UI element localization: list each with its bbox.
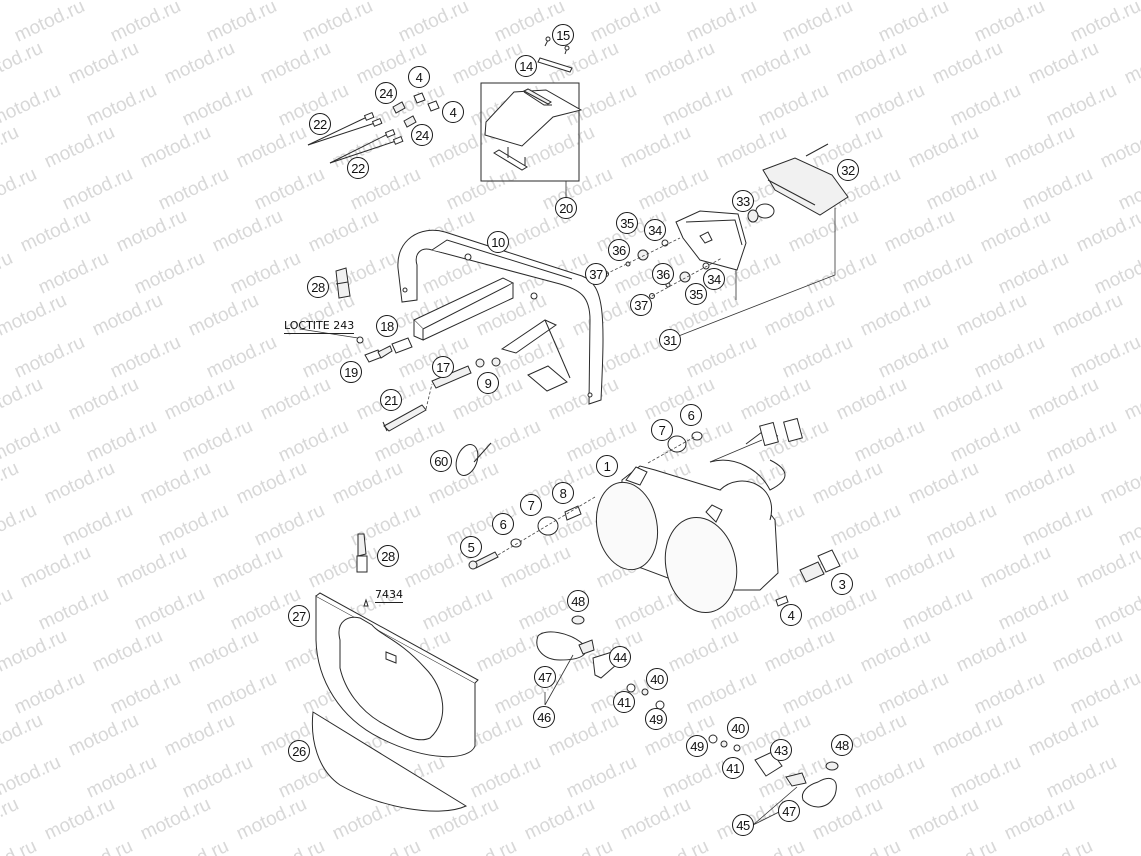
part-callout-3[interactable]: 3 xyxy=(831,573,853,595)
part-callout-20[interactable]: 20 xyxy=(555,197,577,219)
part-callout-4[interactable]: 4 xyxy=(442,101,464,123)
part-number-plate-light-20 xyxy=(480,82,583,197)
part-cables-sockets xyxy=(307,92,440,164)
part-callout-18[interactable]: 18 xyxy=(376,315,398,337)
part-callout-47[interactable]: 47 xyxy=(534,666,556,688)
part-callout-4[interactable]: 4 xyxy=(408,66,430,88)
part-callout-21[interactable]: 21 xyxy=(380,389,402,411)
part-callout-37[interactable]: 37 xyxy=(585,263,607,285)
part-callout-26[interactable]: 26 xyxy=(288,740,310,762)
part-callout-15[interactable]: 15 xyxy=(552,24,574,46)
part-callout-44[interactable]: 44 xyxy=(609,646,631,668)
part-callout-49[interactable]: 49 xyxy=(645,708,667,730)
part-callout-36[interactable]: 36 xyxy=(608,239,630,261)
part-headlight-1 xyxy=(595,417,803,614)
part-callout-9[interactable]: 9 xyxy=(477,372,499,394)
part-callout-10[interactable]: 10 xyxy=(487,231,509,253)
part-callout-32[interactable]: 32 xyxy=(837,159,859,181)
part-threadlocker-28 xyxy=(356,533,368,573)
part-callout-7[interactable]: 7 xyxy=(520,494,542,516)
part-callout-35[interactable]: 35 xyxy=(685,283,707,305)
part-bracket-10 xyxy=(397,229,604,405)
part-callout-49[interactable]: 49 xyxy=(686,735,708,757)
part-callout-60[interactable]: 60 xyxy=(430,450,452,472)
part-mount-hardware xyxy=(468,431,703,570)
part-callout-6[interactable]: 6 xyxy=(492,513,514,535)
part-callout-5[interactable]: 5 xyxy=(460,536,482,558)
part-callout-24[interactable]: 24 xyxy=(411,124,433,146)
part-callout-33[interactable]: 33 xyxy=(732,190,754,212)
part-callout-41[interactable]: 41 xyxy=(613,691,635,713)
part-callout-27[interactable]: 27 xyxy=(288,605,310,627)
part-callout-41[interactable]: 41 xyxy=(722,757,744,779)
part-callout-35[interactable]: 35 xyxy=(616,212,638,234)
part-callout-7[interactable]: 7 xyxy=(651,419,673,441)
part-callout-19[interactable]: 19 xyxy=(340,361,362,383)
part-callout-48[interactable]: 48 xyxy=(567,590,589,612)
part-callout-36[interactable]: 36 xyxy=(652,263,674,285)
part-callout-4[interactable]: 4 xyxy=(780,604,802,626)
part-cable-tie-60 xyxy=(455,442,492,476)
note-loctite: LOCTITE 243 xyxy=(284,319,355,334)
part-callout-28[interactable]: 28 xyxy=(307,276,329,298)
part-callout-1[interactable]: 1 xyxy=(596,455,618,477)
part-callout-34[interactable]: 34 xyxy=(703,268,725,290)
note-sealant-7434: 7434 xyxy=(375,588,403,603)
part-hardware-17-21 xyxy=(299,267,485,432)
part-callout-24[interactable]: 24 xyxy=(375,82,397,104)
part-bulbs-3-4 xyxy=(775,549,841,607)
part-callout-6[interactable]: 6 xyxy=(680,404,702,426)
part-callout-28[interactable]: 28 xyxy=(377,545,399,567)
part-turn-signals xyxy=(536,615,839,826)
part-callout-34[interactable]: 34 xyxy=(644,219,666,241)
part-callout-14[interactable]: 14 xyxy=(515,55,537,77)
part-callout-43[interactable]: 43 xyxy=(770,739,792,761)
part-callout-17[interactable]: 17 xyxy=(432,356,454,378)
part-callout-45[interactable]: 45 xyxy=(732,814,754,836)
part-callout-22[interactable]: 22 xyxy=(347,157,369,179)
part-headlight-mask-27 xyxy=(311,592,479,812)
part-callout-37[interactable]: 37 xyxy=(630,294,652,316)
part-tail-light-assembly-31 xyxy=(603,143,849,338)
part-callout-22[interactable]: 22 xyxy=(309,113,331,135)
part-callout-8[interactable]: 8 xyxy=(552,482,574,504)
part-callout-31[interactable]: 31 xyxy=(659,329,681,351)
part-callout-48[interactable]: 48 xyxy=(831,734,853,756)
part-plate-14 xyxy=(537,36,573,73)
part-callout-47[interactable]: 47 xyxy=(778,800,800,822)
part-callout-46[interactable]: 46 xyxy=(533,706,555,728)
part-callout-40[interactable]: 40 xyxy=(646,668,668,690)
part-callout-40[interactable]: 40 xyxy=(727,717,749,739)
